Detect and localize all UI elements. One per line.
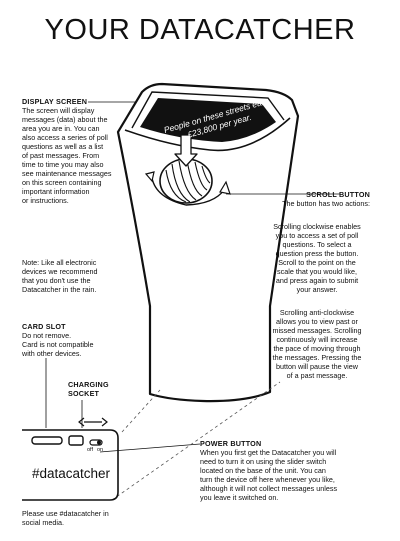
charging-socket-section: CHARGING SOCKET xyxy=(68,380,128,398)
display-screen-section: DISPLAY SCREEN The screen will display m… xyxy=(22,97,122,205)
footer-note: Please use #datacatcher in social media. xyxy=(22,509,109,527)
rain-note: Note: Like all electronic devices we rec… xyxy=(22,258,98,294)
display-screen-heading: DISPLAY SCREEN xyxy=(22,97,88,106)
scroll-button-section: SCROLL BUTTON The button has two actions… xyxy=(262,190,370,208)
device-top-rim xyxy=(124,117,291,152)
card-slot-opening xyxy=(31,436,63,445)
power-button-heading: POWER BUTTON xyxy=(200,439,262,448)
charging-socket-heading-line2: SOCKET xyxy=(68,389,100,398)
card-slot-section: CARD SLOT Do not remove. Card is not com… xyxy=(22,322,122,358)
base-hashtag: #datacatcher xyxy=(32,466,111,481)
switch-off-label: off xyxy=(87,447,94,453)
power-button-section: POWER BUTTON When you first get the Data… xyxy=(200,439,380,502)
scroll-button-heading: SCROLL BUTTON xyxy=(306,190,370,199)
card-slot-heading: CARD SLOT xyxy=(22,322,66,331)
slider-arrow-icon xyxy=(78,417,108,427)
device-body xyxy=(116,82,300,403)
device-base xyxy=(22,429,119,501)
scroll-button-icon xyxy=(144,134,231,206)
display-screen xyxy=(140,98,276,142)
charging-socket-heading-line1: CHARGING xyxy=(68,380,109,389)
scroll-button-clockwise: Scrolling clockwise enables you to acces… xyxy=(273,222,361,294)
switch-on-label: on xyxy=(97,447,104,453)
page-title: YOUR DATACATCHER xyxy=(44,14,356,46)
charging-socket-opening xyxy=(68,435,84,446)
scroll-button-anticlockwise: Scrolling anti-clockwise allows you to v… xyxy=(272,308,362,380)
